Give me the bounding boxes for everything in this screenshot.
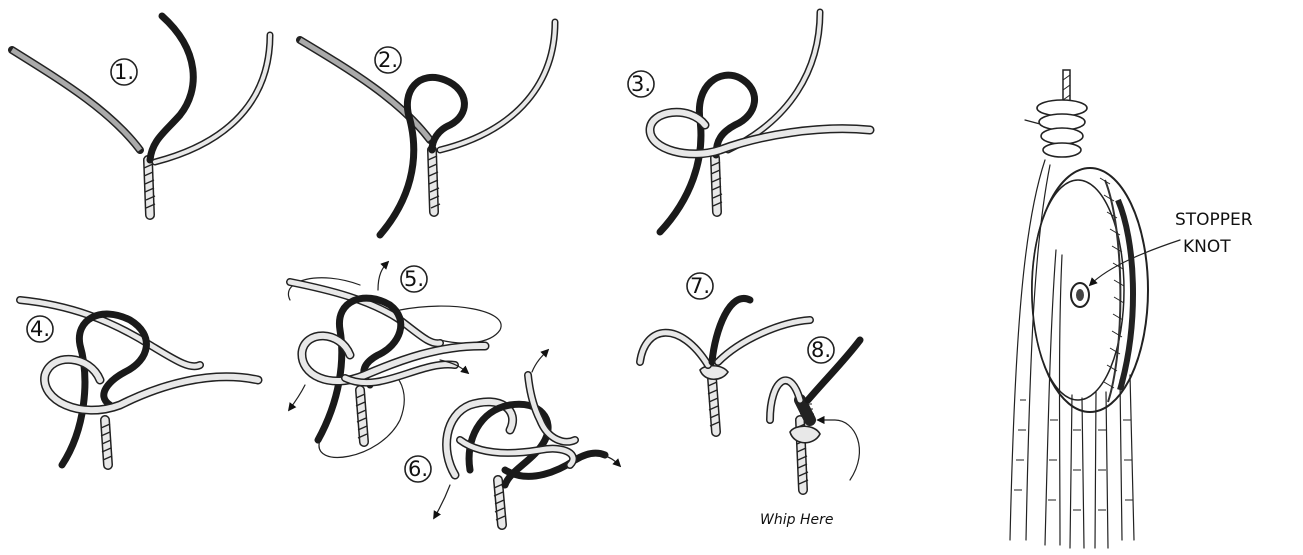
step-label-6: 6. xyxy=(408,457,428,481)
whip-pointer-arrow xyxy=(818,420,859,480)
standing-rope xyxy=(144,160,155,215)
seizing-wraps xyxy=(1025,100,1087,157)
guide-line xyxy=(400,306,501,343)
light-strand xyxy=(155,35,270,162)
step-number-1: 1. xyxy=(111,59,137,85)
step-label-2: 2. xyxy=(378,48,398,72)
step-label-1: 1. xyxy=(114,60,134,84)
light-strand-up xyxy=(528,375,575,442)
step-number-7: 7. xyxy=(687,273,713,299)
pulley-block-illustration: STOPPER KNOT xyxy=(1010,70,1253,548)
knot-collar xyxy=(790,426,820,443)
light-strand-right xyxy=(718,320,810,362)
stopper-knot xyxy=(1071,283,1089,307)
step-label-3: 3. xyxy=(631,72,651,96)
step-8-diagram: 8. Whip Here xyxy=(760,337,860,528)
step-5-diagram: 5. xyxy=(288,262,501,457)
step-number-3: 3. xyxy=(628,71,654,97)
arrow-down-left xyxy=(434,485,450,518)
stopper-label-line1: STOPPER xyxy=(1175,210,1253,230)
light-strand-left xyxy=(640,333,708,365)
standing-rope xyxy=(708,378,719,432)
step-number-2: 2. xyxy=(375,47,401,73)
step-label-4: 4. xyxy=(30,317,50,341)
light-wrap xyxy=(460,440,573,465)
standing-rope xyxy=(428,150,440,212)
step-label-5: 5. xyxy=(404,267,424,291)
step-2-diagram: 2. xyxy=(300,22,555,235)
arrow-up xyxy=(378,262,388,290)
arrow-down-left xyxy=(289,385,305,410)
knot-collar xyxy=(700,366,728,380)
step-label-7: 7. xyxy=(690,274,710,298)
standing-rope xyxy=(356,390,367,442)
standing-rope xyxy=(101,420,112,465)
step-1-diagram: 1. xyxy=(12,16,270,215)
standing-rope xyxy=(711,158,722,212)
arrow-up xyxy=(532,350,548,372)
step-number-5: 5. xyxy=(401,266,427,292)
step-4-diagram: 4. xyxy=(20,300,258,465)
dark-strand xyxy=(150,16,193,160)
step-6-diagram: 6. xyxy=(405,350,620,525)
step-3-diagram: 3. xyxy=(628,12,870,232)
step-7-diagram: 7. xyxy=(640,273,810,432)
stopper-label-line2: KNOT xyxy=(1183,237,1231,257)
step-number-4: 4. xyxy=(27,316,53,342)
light-strand-lower xyxy=(45,359,258,410)
step-number-8: 8. xyxy=(808,337,834,363)
step-number-6: 6. xyxy=(405,456,431,482)
step-label-8: 8. xyxy=(811,338,831,362)
whip-here-label: Whip Here xyxy=(760,512,833,528)
